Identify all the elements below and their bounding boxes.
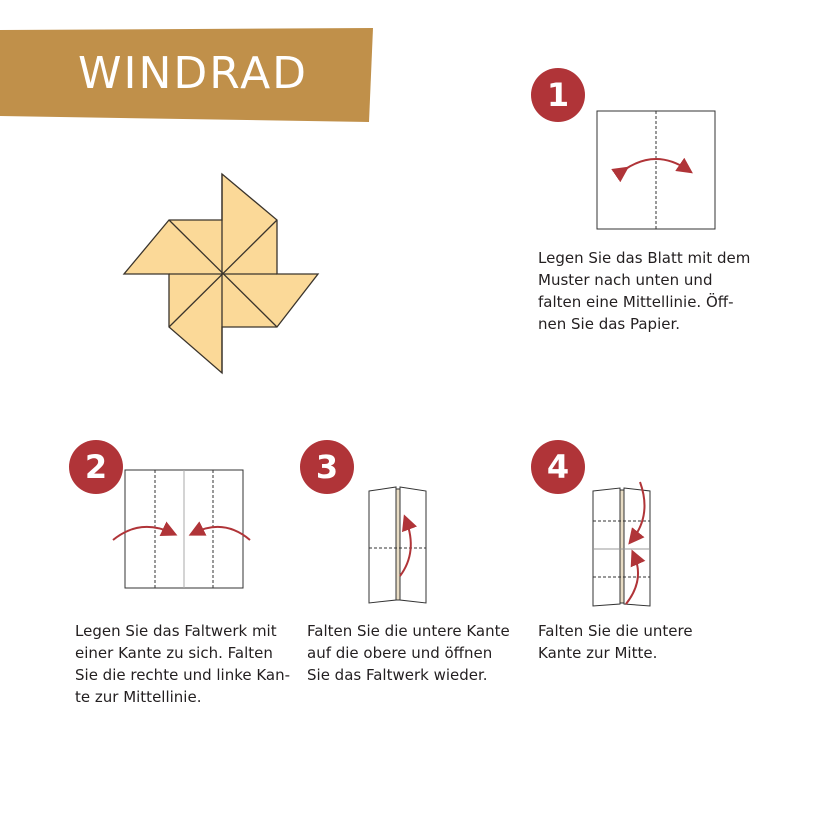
page-title: WINDRAD: [78, 48, 309, 99]
text-line: einer Kante zu sich. Falten: [75, 644, 273, 662]
step-1-text: Legen Sie das Blatt mit dem Muster nach …: [538, 247, 750, 335]
step-4-diagram: [592, 481, 651, 607]
text-line: Falten Sie die untere: [538, 622, 693, 640]
step-3-diagram: [368, 486, 427, 604]
step-3-text: Falten Sie die untere Kante auf die ober…: [307, 620, 510, 686]
text-line: Legen Sie das Faltwerk mit: [75, 622, 277, 640]
text-line: te zur Mittellinie.: [75, 688, 202, 706]
step-2-text: Legen Sie das Faltwerk mit einer Kante z…: [75, 620, 290, 708]
text-line: Muster nach unten und: [538, 271, 713, 289]
text-line: nen Sie das Papier.: [538, 315, 681, 333]
step-1-diagram: [596, 110, 716, 230]
step-2-diagram: [112, 469, 251, 589]
step-1-badge: 1: [531, 68, 585, 122]
text-line: Falten Sie die untere Kante: [307, 622, 510, 640]
pinwheel-illustration: [122, 172, 320, 375]
title-banner: [0, 28, 373, 122]
step-3-badge: 3: [300, 440, 354, 494]
step-4-text: Falten Sie die untere Kante zur Mitte.: [538, 620, 693, 664]
text-line: Kante zur Mitte.: [538, 644, 658, 662]
step-4-badge: 4: [531, 440, 585, 494]
text-line: falten eine Mittellinie. Öff-: [538, 293, 734, 311]
text-line: Sie die rechte und linke Kan-: [75, 666, 291, 684]
text-line: auf die obere und öffnen: [307, 644, 493, 662]
text-line: Legen Sie das Blatt mit dem: [538, 249, 751, 267]
step-2-badge: 2: [69, 440, 123, 494]
text-line: Sie das Faltwerk wieder.: [307, 666, 488, 684]
